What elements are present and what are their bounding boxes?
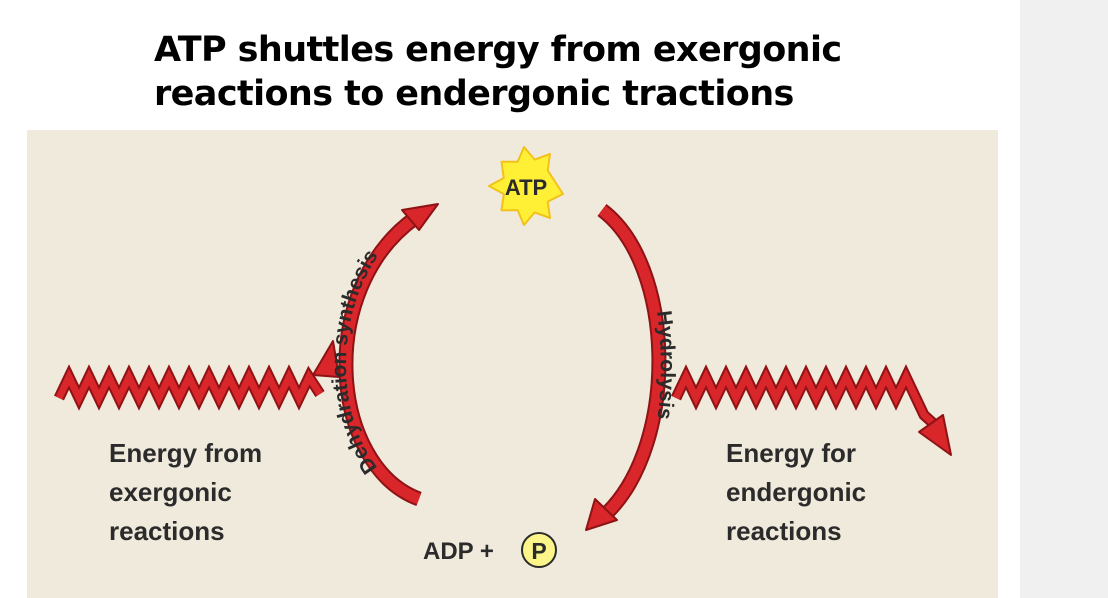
atp-label: ATP	[505, 175, 547, 200]
atp-starburst-icon	[488, 146, 564, 226]
dehydration-synthesis-arrowhead	[401, 203, 439, 231]
hydrolysis-label: Hydrolysis	[652, 309, 679, 421]
title-line-2: reactions to endergonic tractions	[154, 74, 794, 114]
energy-out-line-1: Energy for	[726, 438, 856, 468]
energy-out-line-3: reactions	[726, 516, 842, 546]
svg-text:Dehydration synthesis: Dehydration synthesis	[328, 246, 383, 478]
energy-out-line-2: endergonic	[726, 477, 866, 507]
energy-out-arrowhead	[918, 414, 952, 456]
energy-in-text: Energy from exergonic reactions	[109, 438, 269, 546]
title-line-1: ATP shuttles energy from exergonic	[154, 30, 842, 70]
hydrolysis-arrowhead	[585, 498, 618, 531]
svg-text:Hydrolysis: Hydrolysis	[652, 309, 679, 421]
phosphate-circle-icon	[521, 532, 557, 568]
hydrolysis-arrow	[597, 204, 667, 519]
atp-cycle-svg: ATP ADP + P Dehydration synthesis Hydrol…	[54, 146, 952, 568]
phosphate-label: P	[531, 538, 546, 564]
adp-label: ADP +	[423, 538, 494, 565]
right-side-panel	[1020, 0, 1108, 598]
energy-in-line-2: exergonic	[109, 477, 232, 507]
atp-cycle-diagram: ATP ADP + P Dehydration synthesis Hydrol…	[27, 130, 998, 598]
energy-in-line-3: reactions	[109, 516, 225, 546]
energy-in-junction-arrowhead	[312, 340, 340, 378]
energy-in-line-1: Energy from	[109, 438, 262, 468]
slide-title: ATP shuttles energy from exergonic react…	[154, 28, 954, 116]
dehydration-synthesis-label: Dehydration synthesis	[328, 246, 383, 478]
energy-out-text: Energy for endergonic reactions	[726, 438, 873, 546]
